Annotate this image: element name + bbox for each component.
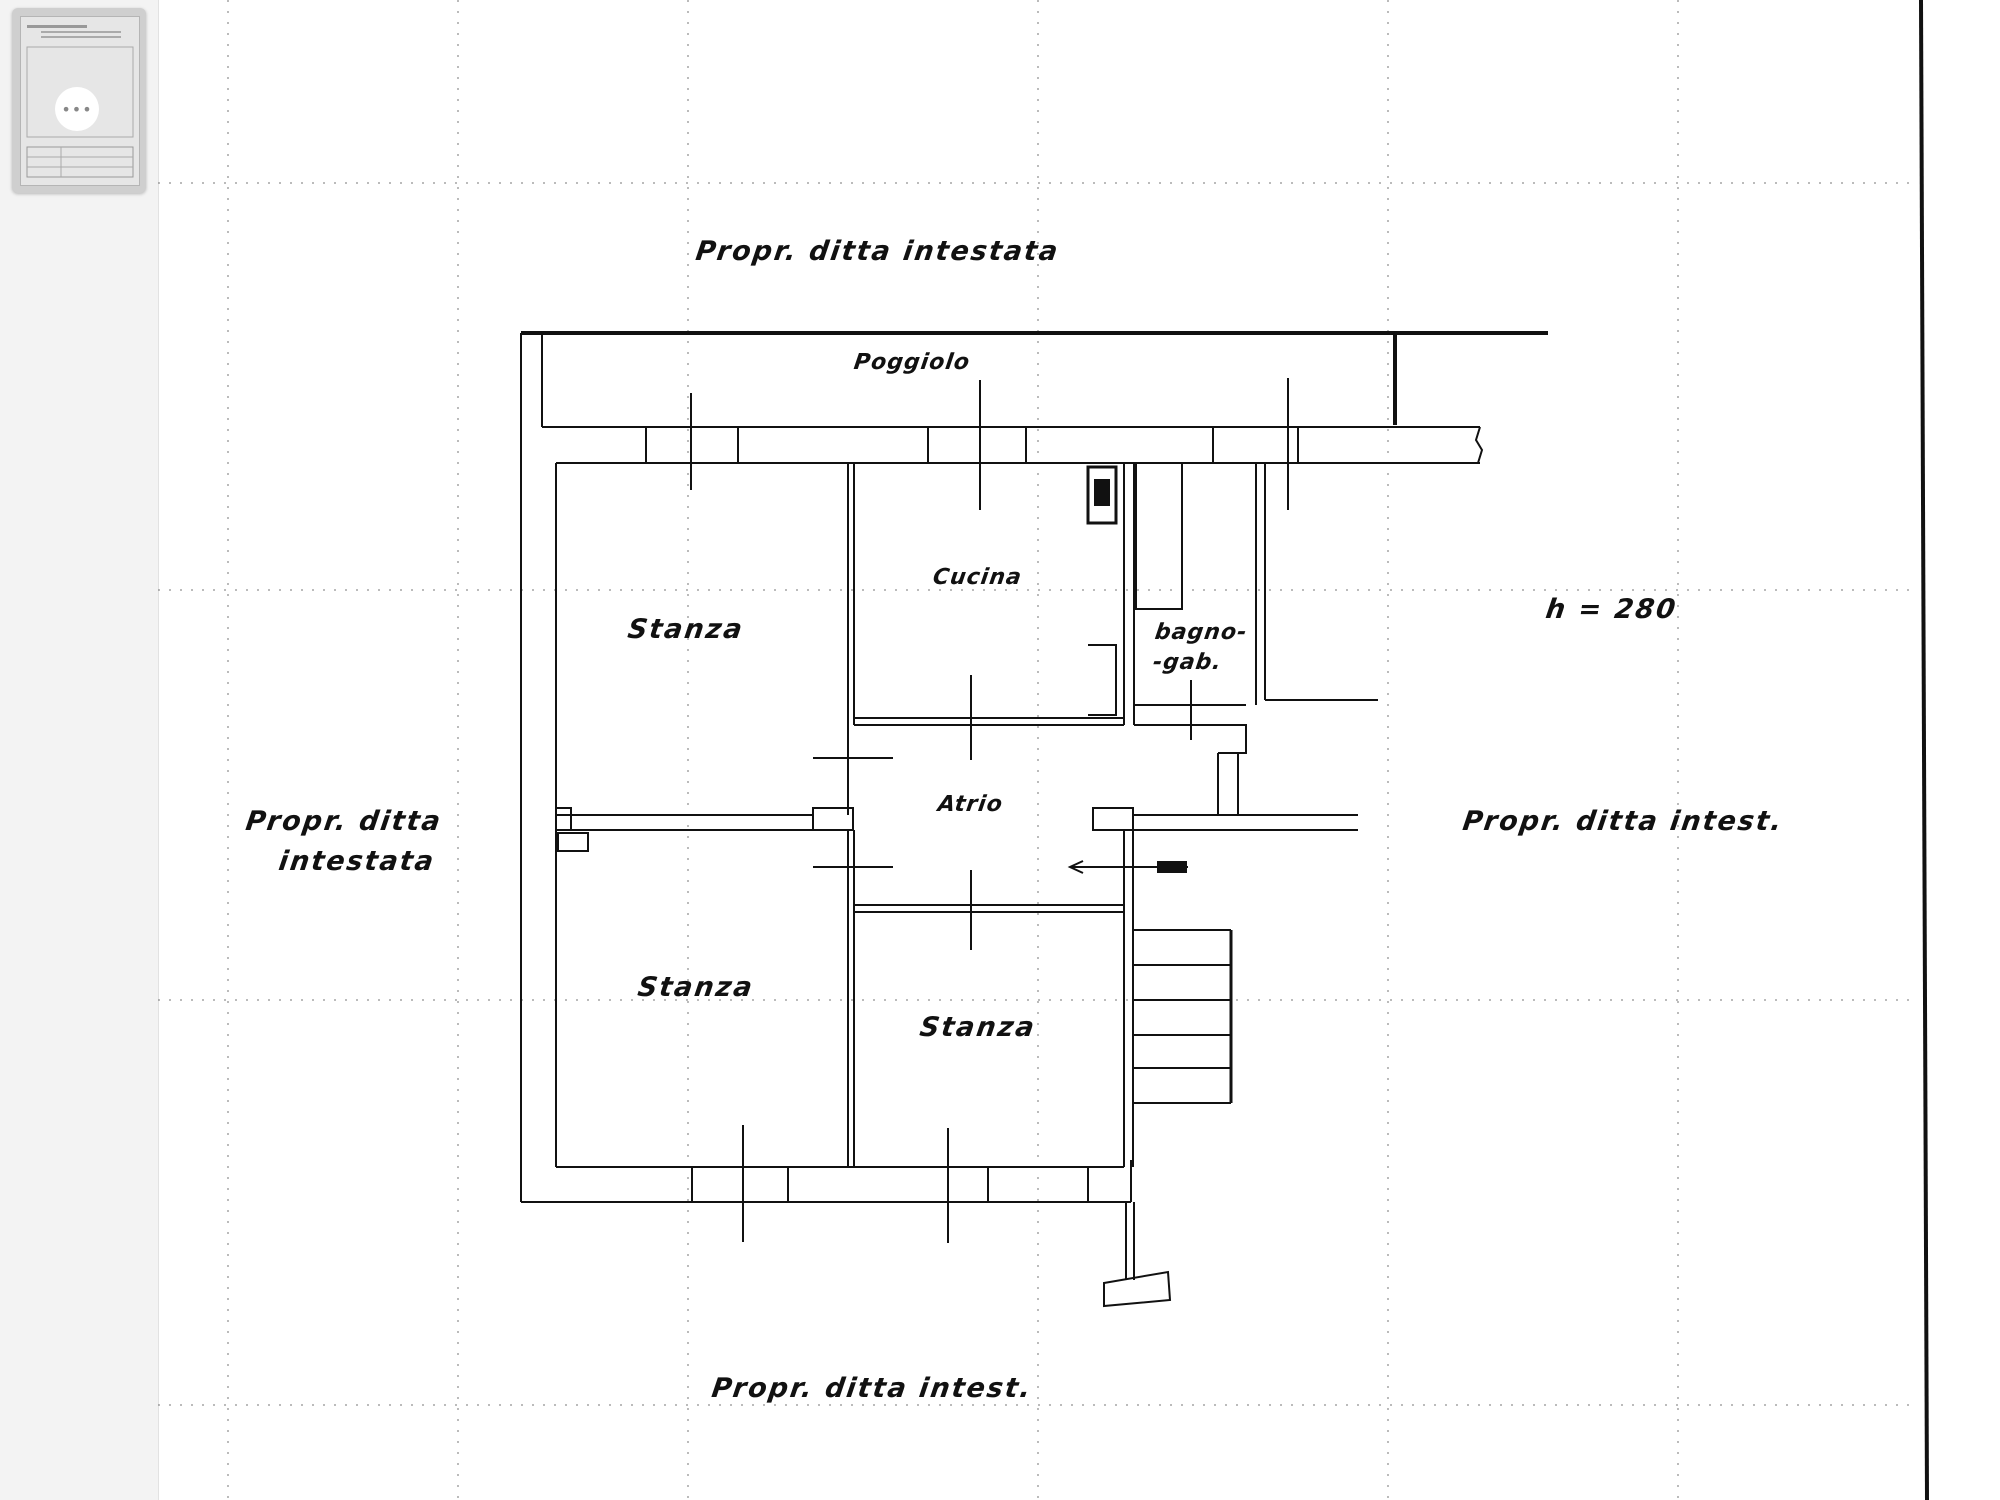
atrium-label: Atrio bbox=[936, 792, 1005, 817]
page-thumbnail[interactable]: ••• bbox=[12, 8, 146, 193]
right-owner-label: Propr. ditta intest. bbox=[1460, 806, 1786, 837]
thumbnail-sidebar: ••• bbox=[0, 0, 159, 1500]
height-note: h = 280 bbox=[1543, 594, 1680, 625]
left-owner-label-line1: Propr. ditta bbox=[243, 806, 445, 837]
kitchen-label: Cucina bbox=[931, 565, 1024, 590]
balcony-label: Poggiolo bbox=[852, 350, 972, 375]
more-options-icon[interactable]: ••• bbox=[55, 87, 99, 131]
room-bottom-left-label: Stanza bbox=[635, 972, 756, 1003]
document-canvas: Propr. ditta intestata Poggiolo Cucina b… bbox=[158, 0, 2000, 1500]
room-bottom-right-label: Stanza bbox=[917, 1012, 1038, 1043]
room-top-left-label: Stanza bbox=[625, 614, 746, 645]
bathroom-label-line2: -gab. bbox=[1151, 650, 1224, 675]
left-owner-label-line2: intestata bbox=[276, 846, 438, 877]
top-owner-label: Propr. ditta intestata bbox=[693, 236, 1062, 267]
bottom-owner-label: Propr. ditta intest. bbox=[709, 1373, 1035, 1404]
bathroom-label-line1: bagno- bbox=[1153, 620, 1250, 645]
thumbnail-page-preview bbox=[20, 16, 140, 186]
floor-plan-drawing bbox=[158, 0, 1929, 1500]
